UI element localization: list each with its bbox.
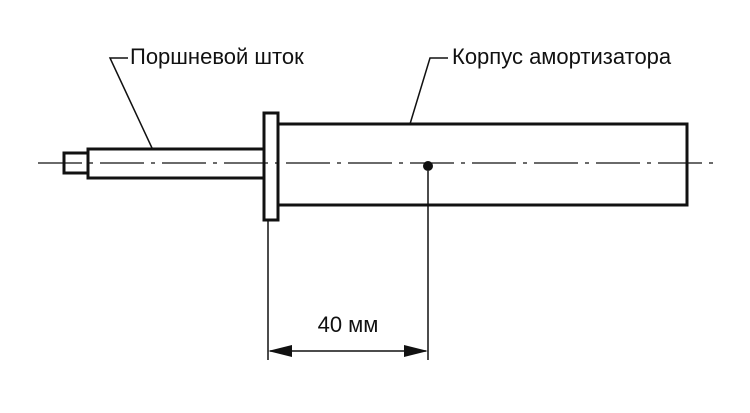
reference-point [423,161,433,171]
absorber-body-leader [409,57,448,125]
absorber-body [276,122,689,207]
dimension-arrow-right [404,345,428,357]
piston-rod-label: Поршневой шток [130,44,304,69]
dimension-label: 40 мм [318,312,379,337]
absorber-body-label: Корпус амортизатора [452,44,672,69]
dimension-arrow-left [268,345,292,357]
flange [262,111,280,222]
piston-rod-leader [108,57,153,149]
